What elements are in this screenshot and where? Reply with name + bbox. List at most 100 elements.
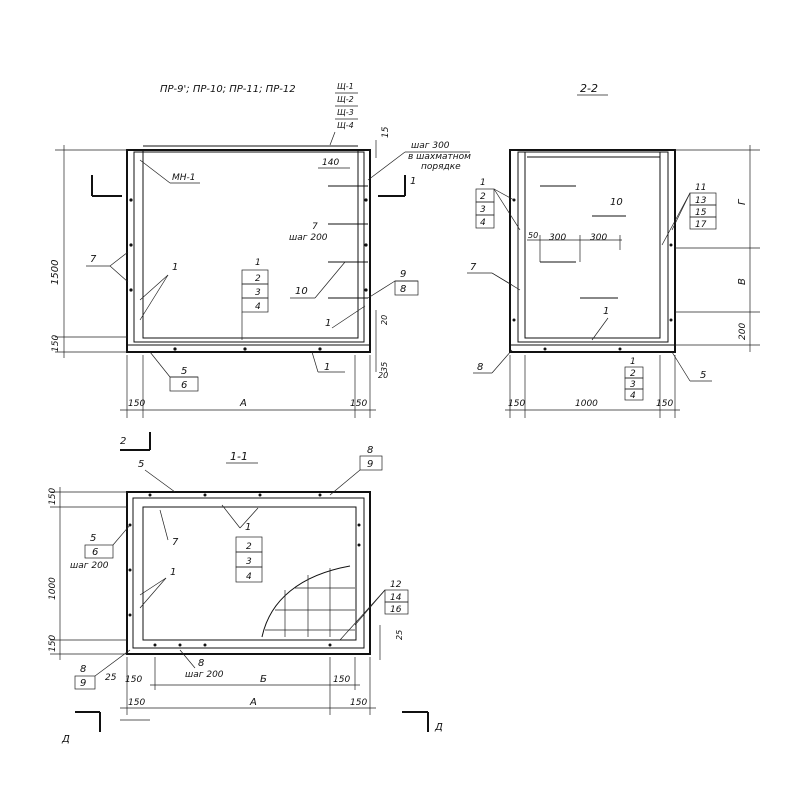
dim-A: А [249, 697, 257, 708]
rebar-dot [203, 643, 207, 647]
leader [221, 504, 241, 529]
leader [109, 251, 129, 267]
rebar-dot [128, 568, 132, 572]
shield-leader [329, 131, 336, 146]
dim-150-bottom: 150 [51, 335, 61, 352]
dim-20a: 20 [380, 315, 389, 325]
stack-1: 1 [255, 258, 261, 268]
outer-wall [126, 149, 371, 353]
stack-11: 11 [695, 183, 706, 193]
step-200-left: шаг 200 [70, 561, 109, 571]
cut-D-left: Д [61, 734, 70, 745]
stack-4: 4 [480, 218, 486, 228]
pos-1c: 1 [324, 362, 330, 373]
stack-3: 3 [480, 205, 486, 215]
dim-150-bottom: 150 [48, 635, 58, 652]
step-200: шаг 200 [289, 233, 328, 243]
pos-8c: 8 [198, 658, 204, 669]
box [689, 216, 717, 230]
inner-cavity [142, 506, 357, 641]
leader [139, 274, 169, 301]
pos-1a: 1 [245, 522, 251, 533]
inner-cavity [524, 151, 661, 339]
rebar-dot [148, 493, 152, 497]
stack-15: 15 [695, 208, 707, 218]
leader [149, 351, 171, 378]
dim-1000: 1000 [575, 399, 598, 409]
inner-wall-line [517, 151, 669, 343]
rebar-dot [357, 543, 361, 547]
pos-5: 5 [700, 370, 706, 381]
bottom-4: 4 [630, 391, 636, 401]
pos-7: 7 [470, 262, 477, 273]
pos-5a: 5 [138, 459, 144, 470]
dim-150-right: 150 [350, 399, 367, 409]
stack-3: 3 [255, 288, 261, 298]
pos-8b: 8 [80, 664, 86, 675]
dim-l150: 150 [125, 675, 142, 685]
stack-left: 1 2 3 4 [475, 178, 521, 231]
dim-B: Б [260, 674, 267, 685]
pos-9: 9 [400, 269, 406, 280]
stack-2: 2 [246, 542, 252, 552]
dim-50: 50 [528, 231, 538, 240]
leader [661, 192, 691, 246]
inner-wall-line [133, 151, 365, 343]
rebar-dot [364, 198, 368, 202]
rebar-dot [258, 493, 262, 497]
leader [109, 265, 129, 283]
rebar-dot [203, 493, 207, 497]
rebar-dots [128, 493, 361, 647]
leader [144, 469, 176, 493]
stack-3: 3 [246, 557, 252, 567]
product-list: ПР-9'; ПР-10; ПР-11; ПР-12 [160, 84, 296, 95]
rebar-dot [318, 347, 322, 351]
box [74, 675, 96, 690]
leader [94, 649, 131, 677]
dim-300b: 300 [590, 233, 607, 243]
shield-4: Щ-4 [337, 121, 354, 130]
stack-box [241, 297, 269, 313]
leader [329, 469, 361, 496]
box [475, 214, 495, 229]
dim-150-left: 150 [128, 399, 145, 409]
outer-wall [509, 149, 676, 353]
view-plan: 1-1 2 [48, 432, 443, 745]
rebar-dot [669, 318, 673, 322]
box [235, 566, 263, 583]
dim-G: Г [737, 198, 748, 205]
rebar-dot [129, 198, 133, 202]
shield-2: Щ-2 [337, 95, 354, 104]
leader [179, 649, 196, 669]
outer-wall [126, 491, 371, 655]
cut-2: 2 [120, 436, 126, 447]
dim-150-a: 150 [128, 698, 145, 708]
dim-200: 200 [738, 323, 748, 340]
rebar-dot [364, 288, 368, 292]
rebar-dot [128, 613, 132, 617]
pos-8: 8 [400, 284, 406, 295]
rebar-dot [512, 318, 516, 322]
box [359, 455, 383, 471]
rebar-dot [543, 347, 547, 351]
view-front: 1500 150 1 15 140 шаг 300 в шахматном по… [50, 126, 471, 418]
dim-150-top: 150 [48, 488, 58, 505]
pos-9: 9 [367, 459, 373, 470]
bottom-1: 1 [630, 357, 636, 367]
pos-9b: 9 [80, 678, 86, 689]
dim-r150: 150 [333, 675, 350, 685]
stack-4: 4 [255, 302, 261, 312]
leader [112, 524, 131, 546]
view3-title: 1-1 [230, 450, 248, 463]
dim-bottom: 150 A 150 [120, 355, 376, 418]
pos-8: 8 [367, 445, 373, 456]
view-side: 2-2 1 2 3 4 11 [467, 82, 760, 418]
leader [139, 577, 167, 609]
leader [139, 274, 169, 321]
mesh-cutaway [261, 565, 355, 638]
dim-150-left: 150 [508, 399, 525, 409]
mesh-label: МН-1 [172, 173, 196, 183]
leader [339, 589, 386, 641]
dim-1500: 1500 [50, 260, 61, 285]
